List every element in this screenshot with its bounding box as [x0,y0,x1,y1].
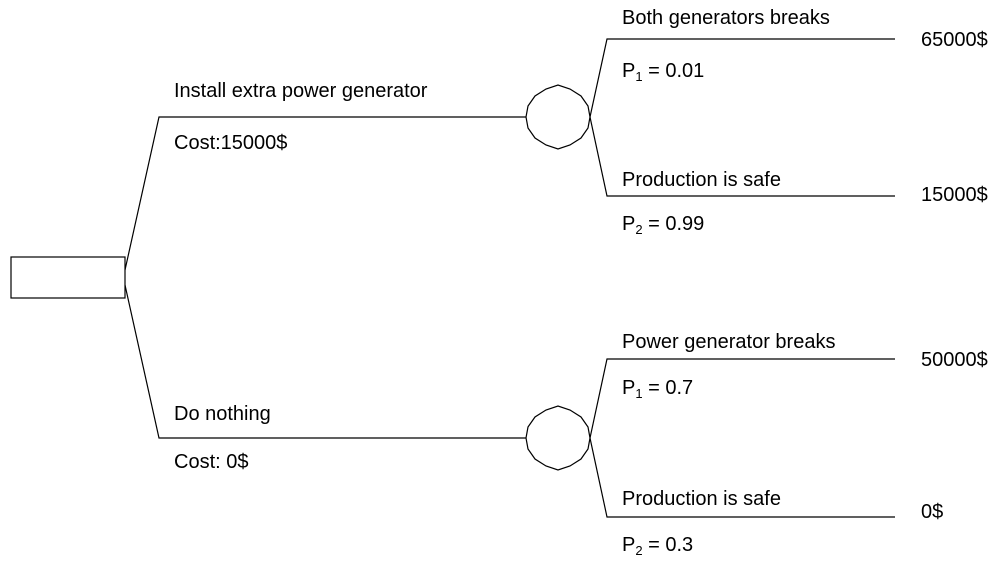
outcome-1-1-label: Both generators breaks [622,7,830,29]
chance-node-1 [525,84,591,150]
chance-node-2 [525,405,591,471]
outcome-2-2-payoff: 0$ [921,501,943,523]
outcome-1-1-payoff: 65000$ [921,29,988,51]
outcome-1-2-branch [589,116,895,197]
outcome-2-2-branch [589,437,895,518]
outcome-1-2-payoff: 15000$ [921,184,988,206]
option-1-branch [124,116,527,271]
option-1-cost: Cost:15000$ [174,132,287,154]
outcome-1-1-probability: P1 = 0.01 [622,60,704,84]
outcome-2-1-label: Power generator breaks [622,331,835,353]
option-2-label: Do nothing [174,403,271,425]
outcome-1-2-probability: P2 = 0.99 [622,213,704,237]
decision-node [10,256,126,299]
outcome-2-1-payoff: 50000$ [921,349,988,371]
option-2-branch [124,284,527,439]
outcome-1-1-branch [589,38,895,118]
outcome-2-1-probability: P1 = 0.7 [622,377,693,401]
outcome-2-1-branch [589,358,895,439]
outcome-2-2-label: Production is safe [622,488,781,510]
outcome-2-2-probability: P2 = 0.3 [622,534,693,558]
option-1-label: Install extra power generator [174,80,428,102]
outcome-1-2-label: Production is safe [622,169,781,191]
option-2-cost: Cost: 0$ [174,451,248,473]
